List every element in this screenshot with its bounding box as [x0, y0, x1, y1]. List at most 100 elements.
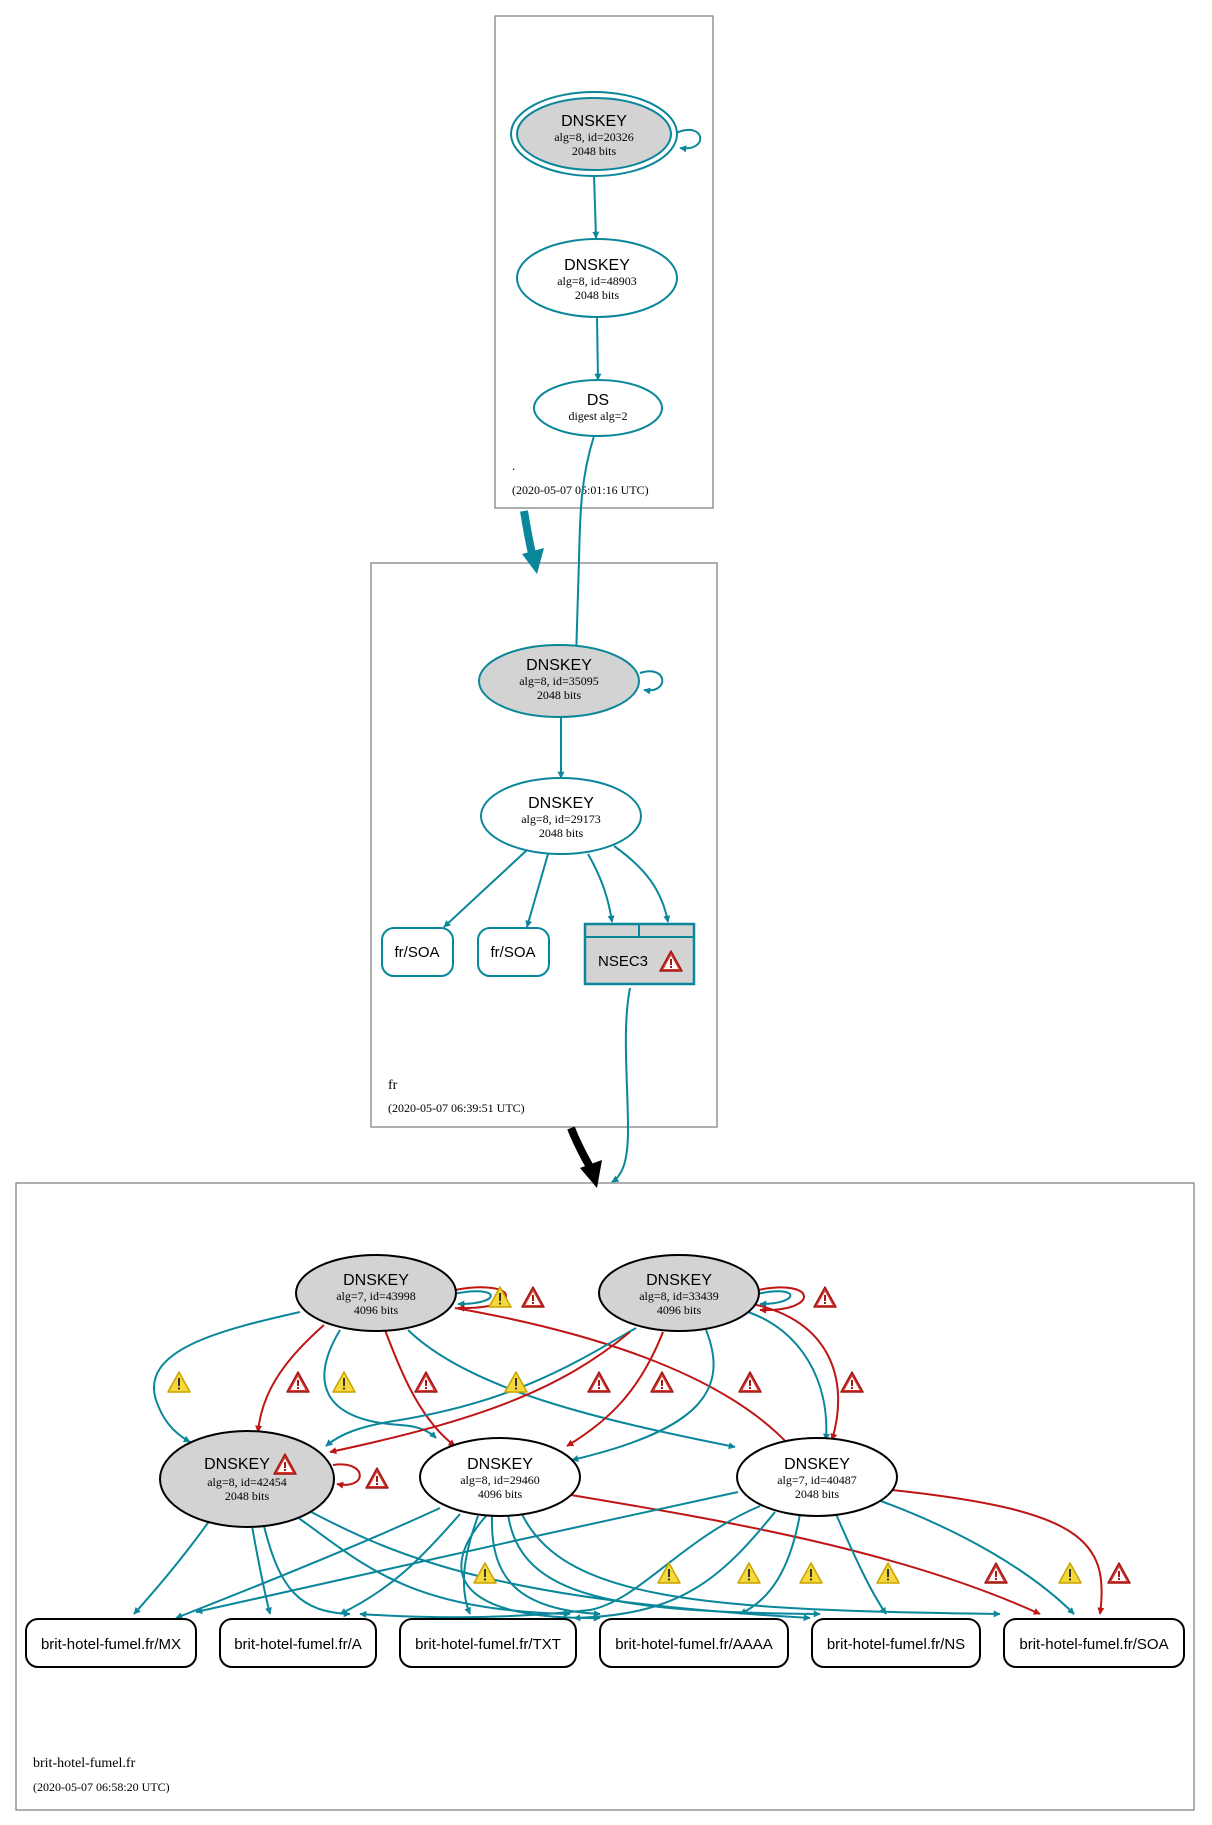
error-triangle-icon: [738, 1371, 762, 1393]
warning-triangle-icon: [1058, 1562, 1082, 1584]
edge-43998-to-42454-teal: [153, 1311, 301, 1443]
edge-fr-zsk-to-soa1: [443, 849, 528, 928]
node-rrset-mx[interactable]: brit-hotel-fumel.fr/MX: [25, 1618, 197, 1668]
node-fr-nsec3[interactable]: NSEC3: [583, 922, 696, 986]
edge-fr-ksk-self: [639, 670, 664, 695]
edge-33439-to-29460-teal: [571, 1329, 715, 1462]
node-fr-zsk-title: DNSKEY: [528, 795, 594, 812]
edge-42454-to-a-2: [263, 1525, 351, 1618]
node-root-zsk-bits: 2048 bits: [575, 288, 620, 302]
edge-42454-to-a: [251, 1525, 272, 1615]
edge-40487-to-soa-red: [891, 1489, 1105, 1615]
zone-root-name: .: [512, 458, 515, 473]
edge-29460-to-mx: [175, 1507, 441, 1619]
node-root-ds[interactable]: DS digest alg=2: [533, 379, 663, 437]
node-dnskey-40487[interactable]: DNSKEY alg=7, id=40487 2048 bits: [736, 1437, 898, 1517]
node-dnskey-29460-bits: 4096 bits: [478, 1487, 523, 1501]
edge-43998-self-teal: [452, 1290, 492, 1308]
node-fr-ksk-alg: alg=8, id=35095: [519, 674, 599, 688]
edge-29460-to-soa-red: [564, 1493, 1041, 1615]
error-triangle-icon: [650, 1371, 674, 1393]
node-dnskey-40487-bits: 2048 bits: [795, 1487, 840, 1501]
node-dnskey-29460-alg: alg=8, id=29460: [460, 1473, 540, 1487]
zone-domain-timestamp: (2020-05-07 06:58:20 UTC): [33, 1780, 170, 1794]
node-rrset-aaaa-label: brit-hotel-fumel.fr/AAAA: [615, 1636, 773, 1653]
node-fr-soa-2[interactable]: fr/SOA: [477, 927, 550, 977]
edge-42454-to-mx: [133, 1519, 211, 1615]
delegation-root-to-fr: [520, 510, 544, 574]
edge-40487-to-ns: [835, 1513, 887, 1615]
edge-40487-to-mx: [195, 1491, 739, 1615]
warning-triangle-icon: [799, 1562, 823, 1584]
error-triangle-icon: [587, 1371, 611, 1393]
edge-root-ksk-to-zsk: [592, 174, 600, 239]
node-rrset-a-label: brit-hotel-fumel.fr/A: [234, 1636, 362, 1653]
warning-triangle-icon: [488, 1286, 512, 1308]
error-triangle-icon: [813, 1286, 837, 1308]
edge-33439-to-42454-teal: [325, 1327, 637, 1447]
node-fr-zsk-alg: alg=8, id=29173: [521, 812, 601, 826]
node-fr-ksk-bits: 2048 bits: [537, 688, 582, 702]
error-triangle-icon: [840, 1371, 864, 1393]
node-root-zsk-alg: alg=8, id=48903: [557, 274, 637, 288]
node-fr-nsec3-label: NSEC3: [598, 953, 648, 970]
node-root-ds-title: DS: [587, 392, 609, 409]
edge-29460-to-txt: [462, 1515, 479, 1615]
node-rrset-aaaa[interactable]: brit-hotel-fumel.fr/AAAA: [599, 1618, 789, 1668]
node-dnskey-29460[interactable]: DNSKEY alg=8, id=29460 4096 bits: [419, 1437, 581, 1517]
node-root-zsk-title: DNSKEY: [564, 257, 630, 274]
edge-29460-to-aaaa: [490, 1515, 601, 1618]
edges-fr: [443, 670, 671, 1183]
node-rrset-soa-label: brit-hotel-fumel.fr/SOA: [1019, 1636, 1168, 1653]
node-dnskey-33439[interactable]: DNSKEY alg=8, id=33439 4096 bits: [598, 1254, 760, 1332]
node-root-zsk[interactable]: DNSKEY alg=8, id=48903 2048 bits: [516, 238, 678, 318]
zone-domain: brit-hotel-fumel.fr (2020-05-07 06:58:20…: [15, 1182, 1195, 1811]
edge-33439-to-29460-red: [566, 1331, 664, 1447]
edge-29460-to-a: [339, 1513, 461, 1615]
node-rrset-txt[interactable]: brit-hotel-fumel.fr/TXT: [399, 1618, 577, 1668]
node-rrset-ns[interactable]: brit-hotel-fumel.fr/NS: [811, 1618, 981, 1668]
node-rrset-soa[interactable]: brit-hotel-fumel.fr/SOA: [1003, 1618, 1185, 1668]
edge-fr-zsk-to-nsec3-b: [613, 845, 671, 923]
edge-29460-to-txt-2: [460, 1515, 601, 1622]
edge-43998-self-red: [454, 1286, 507, 1312]
node-fr-soa-1-label: fr/SOA: [394, 944, 439, 961]
zone-fr: fr (2020-05-07 06:39:51 UTC): [370, 562, 718, 1128]
edge-fr-zsk-to-nsec3-a: [587, 853, 615, 923]
node-root-ksk-bits: 2048 bits: [572, 144, 617, 158]
node-dnskey-33439-bits: 4096 bits: [657, 1303, 702, 1317]
error-triangle-icon: [365, 1467, 389, 1489]
error-triangle-icon: [521, 1286, 545, 1308]
node-fr-ksk[interactable]: DNSKEY alg=8, id=35095 2048 bits: [478, 644, 640, 718]
zone-domain-name: brit-hotel-fumel.fr: [33, 1756, 136, 1771]
edge-42454-to-aaaa: [299, 1505, 811, 1622]
node-dnskey-43998-alg: alg=7, id=43998: [336, 1289, 416, 1303]
edge-29460-to-ns: [507, 1513, 821, 1618]
node-root-ksk[interactable]: DNSKEY alg=8, id=20326 2048 bits: [510, 91, 678, 177]
edge-root-ksk-self: [675, 128, 702, 153]
edge-40487-to-txt: [573, 1511, 776, 1622]
node-root-ksk-alg: alg=8, id=20326: [554, 130, 634, 144]
edge-43998-to-29460-teal: [323, 1329, 437, 1439]
warning-triangle-icon: [657, 1562, 681, 1584]
zone-fr-timestamp: (2020-05-07 06:39:51 UTC): [388, 1101, 525, 1115]
node-dnskey-33439-title: DNSKEY: [646, 1272, 712, 1289]
node-rrset-ns-label: brit-hotel-fumel.fr/NS: [827, 1636, 965, 1653]
zone-root-timestamp: (2020-05-07 05:01:16 UTC): [512, 483, 649, 497]
warning-triangle-icon: [332, 1371, 356, 1393]
node-dnskey-29460-title: DNSKEY: [467, 1456, 533, 1473]
edge-42454-self-red: [332, 1463, 361, 1489]
node-dnskey-42454[interactable]: DNSKEY alg=8, id=42454 2048 bits: [159, 1430, 335, 1528]
node-fr-zsk[interactable]: DNSKEY alg=8, id=29173 2048 bits: [480, 777, 642, 855]
delegation-fr-to-domain: [567, 1126, 602, 1188]
node-rrset-mx-label: brit-hotel-fumel.fr/MX: [41, 1636, 181, 1653]
error-triangle-icon: [286, 1371, 310, 1393]
node-dnskey-43998[interactable]: DNSKEY alg=7, id=43998 4096 bits: [295, 1254, 457, 1332]
edge-43998-to-40487-teal: [407, 1329, 736, 1450]
node-fr-zsk-bits: 2048 bits: [539, 826, 584, 840]
node-fr-soa-1[interactable]: fr/SOA: [381, 927, 454, 977]
edge-33439-to-40487-red: [751, 1303, 840, 1441]
node-rrset-a[interactable]: brit-hotel-fumel.fr/A: [219, 1618, 377, 1668]
node-dnskey-42454-alg: alg=8, id=42454: [207, 1475, 287, 1489]
warning-triangle-icon: [504, 1371, 528, 1393]
